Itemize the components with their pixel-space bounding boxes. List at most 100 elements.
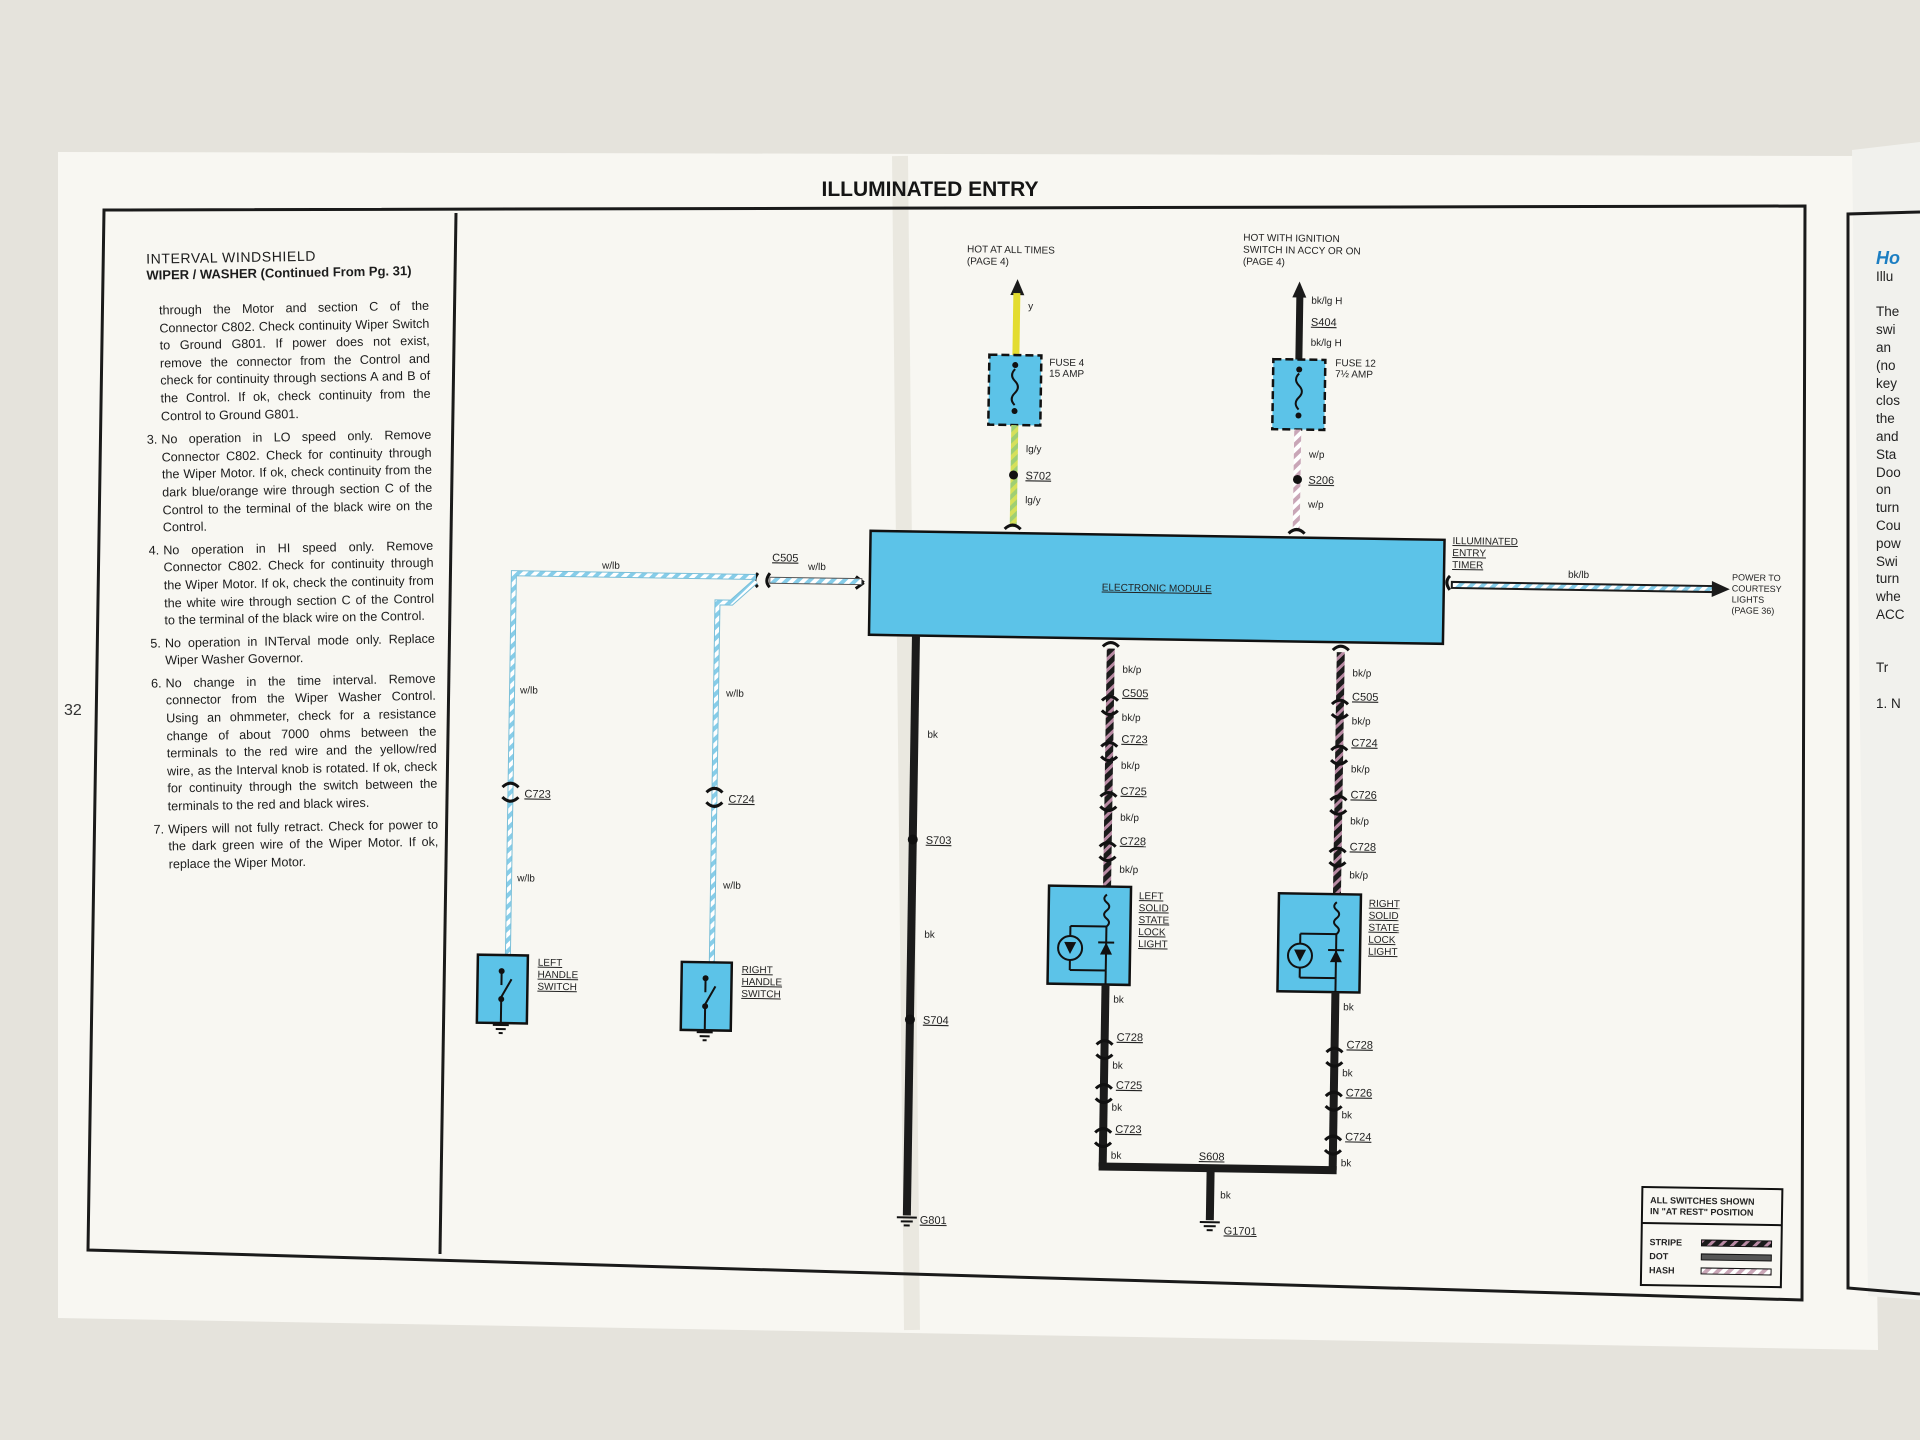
legend-box: ALL SWITCHES SHOWNIN "AT REST" POSITION … <box>1639 1185 1784 1289</box>
next-page-heading: Ho <box>1876 250 1900 268</box>
connector-label: C728 <box>1350 841 1376 853</box>
wire-label: bk <box>1341 1110 1353 1121</box>
connector-label: C725 <box>1120 786 1146 798</box>
next-page-line: 1. N <box>1876 695 1901 711</box>
next-page-line: Swi <box>1876 553 1898 569</box>
next-page-line: key <box>1876 375 1898 391</box>
wire-label: bk/p <box>1352 716 1372 727</box>
ground-label: G801 <box>920 1215 947 1227</box>
left-handle-switch-label: LEFTHANDLESWITCH <box>537 958 578 994</box>
connector-label: C725 <box>1116 1080 1142 1092</box>
list-item: 3.No operation in LO speed only. Remove … <box>146 427 433 535</box>
wire-label: bk/p <box>1351 764 1371 775</box>
list-item: 5.No operation in INTerval mode only. Re… <box>150 631 435 668</box>
next-page-line <box>1876 286 1920 304</box>
ground-icon <box>1199 1221 1220 1232</box>
ground-label: G1701 <box>1224 1225 1257 1238</box>
wire-bk <box>1098 984 1110 1167</box>
next-page-line: Doo <box>1876 464 1901 480</box>
wire-label: bk/p <box>1119 865 1139 876</box>
connector-label: C724 <box>728 794 754 806</box>
splice-label: S704 <box>923 1015 949 1027</box>
next-page-line <box>1876 624 1920 642</box>
next-page-line: Cou <box>1876 517 1901 533</box>
fuse-12-label: FUSE 127½ AMP <box>1335 358 1376 381</box>
next-page-line: an <box>1876 339 1892 355</box>
left-lock-light <box>1046 884 1133 989</box>
wire-label: bk/p <box>1122 713 1142 724</box>
page-title: ILLUMINATED ENTRY <box>822 178 1039 201</box>
next-page-line: the <box>1876 411 1895 427</box>
wire-label: w/p <box>1307 500 1324 511</box>
wire-label: bk <box>1343 1002 1355 1013</box>
step-list: 3.No operation in LO speed only. Remove … <box>131 427 439 874</box>
wire-label: w/lb <box>722 881 741 892</box>
next-page-line: and <box>1876 428 1899 444</box>
next-page-line: Tr <box>1876 660 1889 676</box>
wire-label: w/p <box>1308 450 1325 461</box>
wire-label: bk <box>1113 995 1125 1006</box>
wire-label: lg/y <box>1025 495 1041 506</box>
wire-label: bk <box>927 730 939 741</box>
next-page-line: ACC <box>1876 606 1905 622</box>
wire-bk-p <box>1332 652 1345 897</box>
connector-label: C724 <box>1345 1131 1371 1143</box>
wire-label: w/lb <box>516 873 535 884</box>
connector-label: C723 <box>1115 1124 1141 1136</box>
wire-label: bk/p <box>1121 761 1141 772</box>
column-divider <box>438 212 458 1255</box>
arrow-up-icon <box>1010 279 1025 296</box>
splice-s702 <box>1009 470 1019 480</box>
wire-label: w/lb <box>601 561 620 572</box>
page-frame <box>86 204 1807 1302</box>
splice-s206 <box>1292 475 1302 485</box>
connector-label: C723 <box>524 788 550 800</box>
left-handle-switch <box>475 953 530 1025</box>
next-page-line: clos <box>1876 393 1901 409</box>
electronic-module-label: ELECTRONIC MODULE <box>1102 582 1213 595</box>
wire-label: lg/y <box>1026 444 1042 455</box>
wire-label: bk/p <box>1349 870 1369 881</box>
list-item: 6.No change in the time interval. Remove… <box>150 671 438 814</box>
arrow-right-icon <box>1711 581 1730 598</box>
connector-label: C505 <box>1352 691 1378 703</box>
right-handle-switch <box>679 960 734 1032</box>
wire-label: bk/p <box>1352 668 1372 679</box>
svg-text:DOT: DOT <box>1649 1251 1669 1261</box>
fuse-4-label: FUSE 415 AMP <box>1049 358 1085 381</box>
list-item: 4.No operation in HI speed only. Remove … <box>148 538 435 628</box>
splice-label: S206 <box>1308 475 1334 487</box>
power-to-courtesy-label: POWER TOCOURTESYLIGHTS(PAGE 36) <box>1731 572 1782 616</box>
next-page-line: The <box>1876 304 1900 320</box>
svg-text:STRIPE: STRIPE <box>1649 1237 1682 1248</box>
wire-label: bk <box>1112 1061 1124 1072</box>
wire-label: bk/p <box>1122 665 1142 676</box>
next-page-line: Illu <box>1876 268 1894 284</box>
next-page-line: on <box>1876 482 1892 498</box>
ground-icon <box>896 1216 917 1227</box>
wire-label: bk/p <box>1120 813 1140 824</box>
next-page-line: Sta <box>1876 446 1897 462</box>
wire-bk <box>1328 992 1340 1171</box>
connector-label: C728 <box>1117 1032 1143 1044</box>
wire-bk-lg <box>1295 295 1304 362</box>
wire-bk-p <box>1103 648 1115 889</box>
wire-label: bk <box>1111 1103 1123 1114</box>
wire-bk-bus <box>1098 1162 1337 1175</box>
wire-label: y <box>1028 301 1033 312</box>
next-page-line: turn <box>1876 571 1900 587</box>
connector-label: C726 <box>1346 1087 1372 1099</box>
hot-at-all-times-label: HOT AT ALL TIMES(PAGE 4) <box>967 244 1055 268</box>
connector-label: C505 <box>1122 688 1148 700</box>
arrow-up-icon <box>1292 281 1307 298</box>
splice-label: S404 <box>1311 317 1337 329</box>
connector-label: C724 <box>1351 737 1377 749</box>
left-lock-light-label: LEFTSOLIDSTATELOCKLIGHT <box>1138 891 1170 950</box>
next-page-line <box>1876 642 1920 660</box>
splice-label: S702 <box>1025 470 1051 482</box>
next-page-line: whe <box>1876 589 1901 605</box>
right-lock-light <box>1276 891 1363 997</box>
wire-label: bk <box>1111 1151 1123 1162</box>
wire-label: bk/lb <box>1568 570 1590 581</box>
